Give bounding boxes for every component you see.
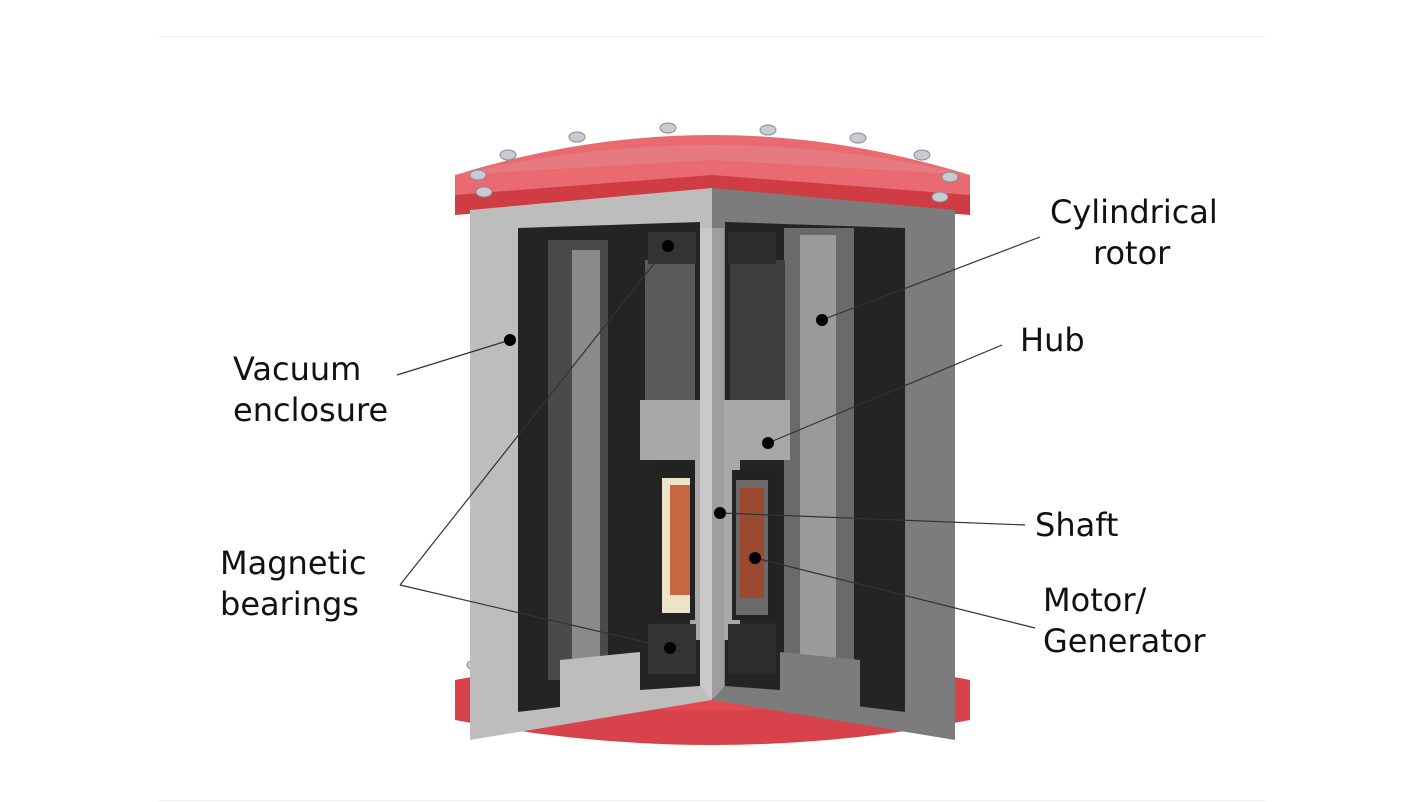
label-shaft: Shaft [1035,506,1119,544]
label-line: Cylindrical [1050,193,1218,231]
label-line: Magnetic [220,544,367,582]
label-line: enclosure [233,391,389,429]
label-line: Generator [1043,622,1206,660]
leader-bearing-lower [399,584,671,649]
label-cylindrical-rotor: Cylindrical rotor [1050,192,1218,274]
leader-bearing-upper [399,245,669,586]
left-base [518,652,712,725]
upper-hub-right [730,260,785,400]
bottom-border [158,800,1266,801]
label-line: rotor [1093,234,1171,272]
label-line: bearings [220,585,359,623]
leader-hub [767,344,1003,444]
leader-cylindrical-rotor [821,236,1041,321]
label-line: Vacuum [233,350,362,388]
label-motor-generator: Motor/ Generator [1043,580,1206,662]
label-vacuum-enclosure: Vacuum enclosure [233,349,388,431]
upper-hub-left [645,260,695,400]
label-hub: Hub [1020,321,1085,359]
lid-surface [455,145,970,175]
leader-motor-generator [754,557,1036,629]
leader-vacuum-enclosure [396,339,511,376]
leader-lines [396,236,1041,649]
leader-shaft [719,512,1026,526]
label-magnetic-bearings: Magnetic bearings [220,543,367,625]
label-line: Motor/ [1043,581,1147,619]
leader-dots [504,240,828,654]
top-border [158,36,1266,37]
right-base [712,652,905,725]
